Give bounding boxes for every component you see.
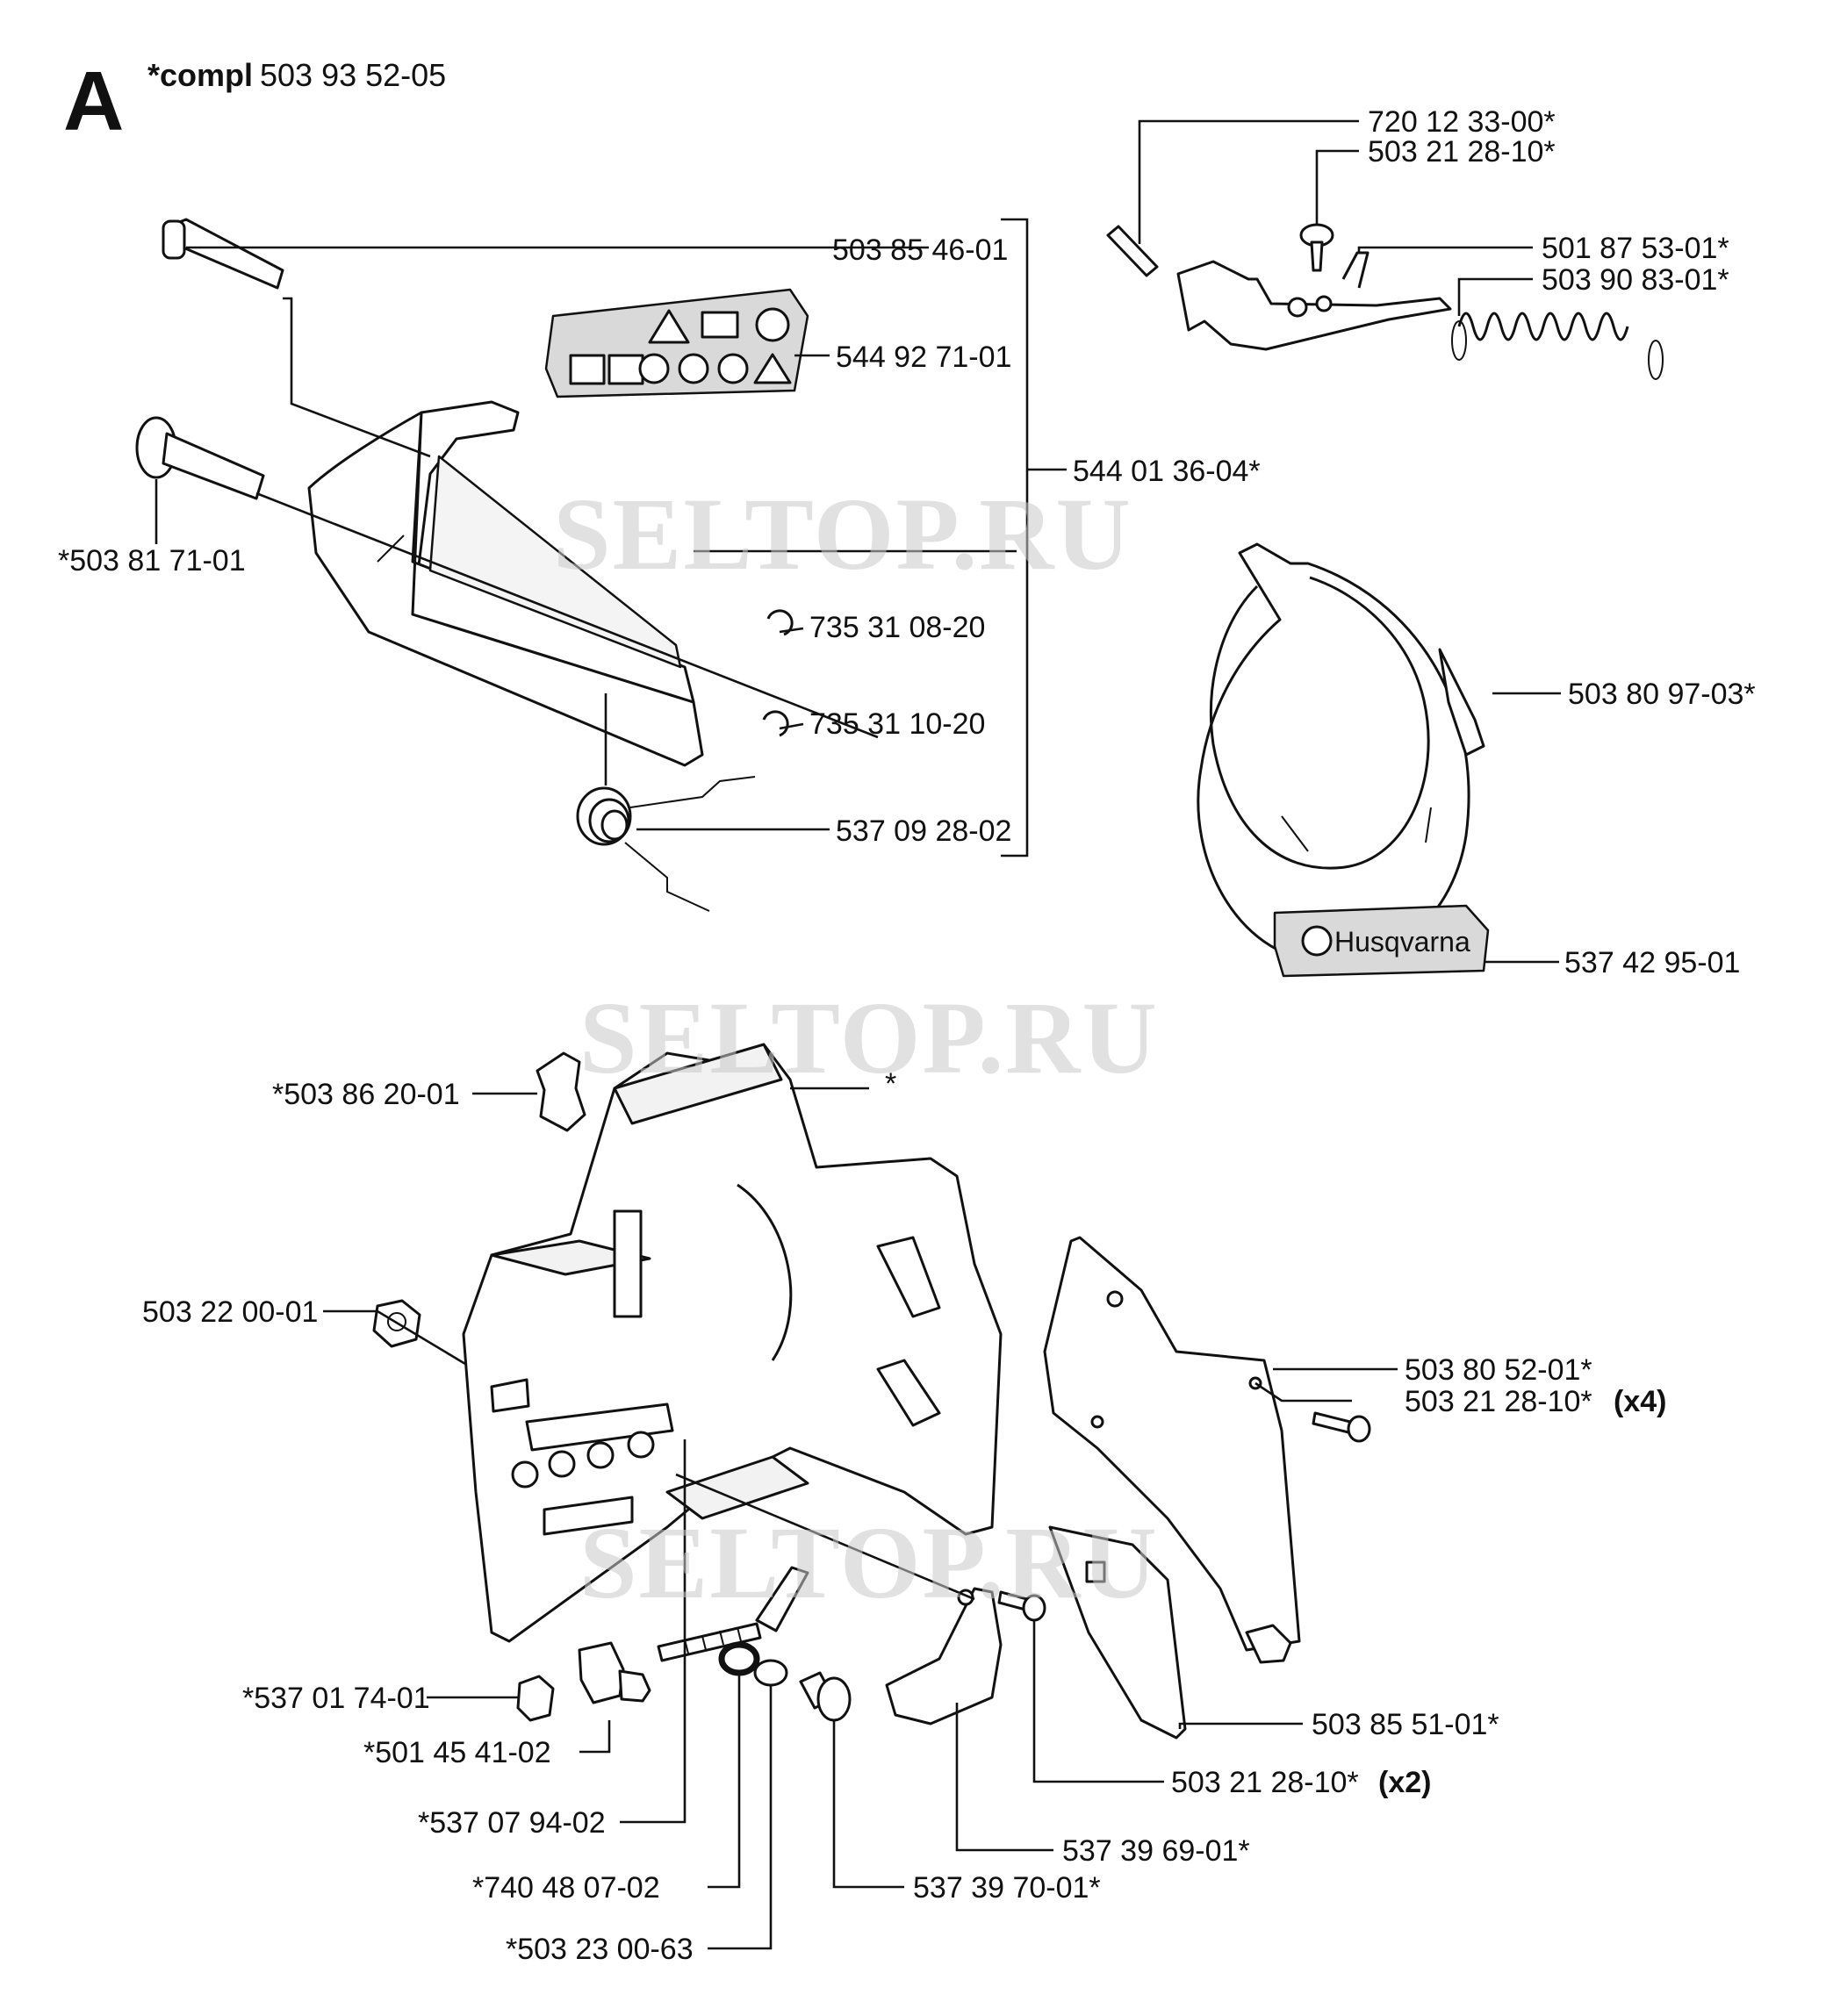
section-letter: A — [63, 54, 124, 148]
part-number-label: 735 31 10-20 — [809, 707, 985, 741]
part-number-label: *503 23 00-63 — [506, 1933, 694, 1966]
brand-decal: Husqvarna — [1273, 904, 1490, 978]
screw-part — [1299, 223, 1334, 272]
part-number-label: *503 86 20-01 — [272, 1078, 460, 1111]
guard-plate — [1043, 1236, 1301, 1664]
small-bracket-part — [536, 1051, 586, 1132]
quantity-label: (x2) — [1378, 1766, 1431, 1799]
watermark: SELTOP.RU — [553, 477, 1132, 592]
watermark: SELTOP.RU — [579, 1505, 1159, 1620]
leader-line — [955, 1703, 1053, 1852]
part-number-label: 544 01 36-04* — [1073, 455, 1261, 488]
leader-line — [1138, 119, 1359, 244]
leader-line — [1357, 246, 1533, 253]
part-number-label: 544 92 71-01 — [836, 341, 1011, 374]
bolt-part — [135, 416, 265, 500]
watermark: SELTOP.RU — [579, 980, 1159, 1095]
part-number-label: 503 80 97-03* — [1568, 678, 1756, 711]
leader-line — [1315, 149, 1359, 224]
clip-part — [762, 710, 789, 737]
part-number-label: 503 22 00-01 — [142, 1295, 318, 1329]
warning-decal — [544, 288, 809, 398]
quantity-label: (x4) — [1614, 1385, 1666, 1418]
part-number-label: *537 01 74-01 — [242, 1682, 430, 1715]
part-number-label: 537 42 95-01 — [1564, 946, 1740, 979]
part-number-label: 503 80 52-01* — [1405, 1353, 1592, 1387]
part-number-label: 503 85 46-01 — [832, 233, 1008, 267]
leader-line — [779, 722, 804, 730]
part-number-label: 735 31 08-20 — [809, 611, 985, 644]
clutch-cover — [462, 1043, 1003, 1643]
brake-band — [1197, 542, 1485, 965]
leader-line — [708, 1685, 773, 1950]
adjust-nut — [516, 1675, 555, 1722]
part-number-label: 537 39 69-01* — [1062, 1834, 1250, 1868]
torsion-spring — [576, 776, 756, 912]
compl-number: 503 93 52-05 — [260, 57, 446, 93]
screw-part — [1312, 1411, 1371, 1443]
part-number-label: 720 12 33-00* — [1368, 105, 1556, 139]
leader-line — [283, 297, 431, 458]
chain-brake-handle — [307, 400, 704, 767]
part-number-label: *537 07 94-02 — [418, 1806, 606, 1840]
leader-line — [255, 491, 879, 739]
compl-prefix: *compl — [147, 57, 253, 93]
part-number-label: *740 48 07-02 — [472, 1871, 660, 1905]
leader-line — [832, 1720, 904, 1889]
coil-spring — [1451, 312, 1664, 380]
leader-line — [708, 1673, 741, 1889]
leader-line — [1178, 1722, 1303, 1729]
o-ring — [718, 1641, 760, 1676]
leader-line — [323, 1309, 466, 1366]
part-number-label: *501 45 41-02 — [363, 1736, 551, 1769]
small-pin — [1106, 225, 1159, 277]
brand-decal-text: Husqvarna — [1334, 926, 1470, 958]
leader-line — [1457, 277, 1533, 316]
group-bracket — [1001, 218, 1029, 857]
part-number-label: 501 87 53-01* — [1542, 232, 1729, 265]
cover-plate — [1048, 1525, 1187, 1740]
part-number-label: 503 90 83-01* — [1542, 263, 1729, 297]
part-number-label: * — [885, 1067, 896, 1101]
part-number-label: 503 21 28-10* — [1171, 1766, 1359, 1799]
part-number-label: 537 09 28-02 — [836, 814, 1011, 848]
drive-gear — [799, 1671, 852, 1722]
part-number-label: *503 81 71-01 — [58, 544, 246, 578]
part-number-label: 537 39 70-01* — [913, 1871, 1101, 1905]
leader-line — [675, 1473, 975, 1601]
part-number-label: 503 21 28-10* — [1368, 135, 1556, 169]
leader-line — [1254, 1381, 1352, 1403]
leader-line — [620, 1439, 687, 1824]
leader-line — [1032, 1620, 1164, 1783]
part-number-label: 503 21 28-10* — [1405, 1385, 1592, 1418]
latch-part — [1176, 251, 1452, 351]
adjust-block — [578, 1641, 651, 1704]
pin-part — [162, 218, 284, 290]
leader-line — [579, 1720, 611, 1754]
part-number-label: 503 85 51-01* — [1312, 1708, 1499, 1741]
leader-line — [779, 627, 804, 634]
washer-part — [753, 1659, 788, 1687]
